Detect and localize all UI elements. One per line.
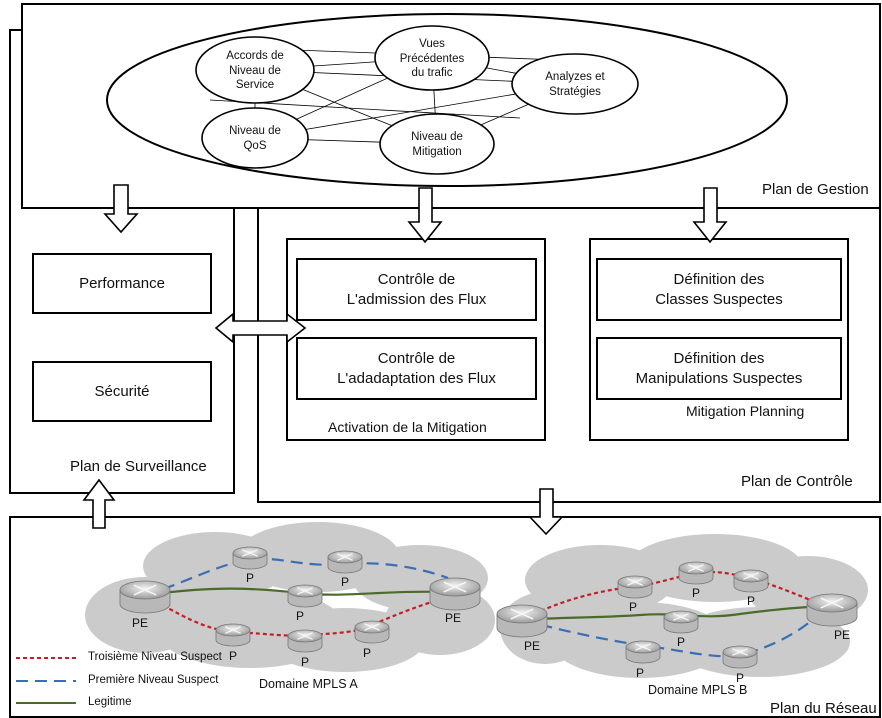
- performance-box: [32, 253, 212, 314]
- surveillance-plane-label: Plan de Surveillance: [70, 458, 207, 475]
- management-plane-label: Plan de Gestion: [762, 181, 869, 198]
- previous-traffic-node: [374, 25, 490, 91]
- p-label-3: P: [295, 609, 304, 623]
- pe-label-8: PE: [523, 639, 540, 653]
- security-box: [32, 361, 212, 422]
- legend-lines: [16, 657, 76, 704]
- planning-title: Mitigation Planning: [686, 403, 805, 419]
- sla-node: [195, 36, 315, 104]
- p-label-10: P: [691, 586, 700, 600]
- p-router-12: [663, 610, 699, 634]
- pe-router-8: [496, 604, 548, 638]
- p-label-6: P: [300, 655, 309, 669]
- activation-title: Activation de la Mitigation: [328, 419, 487, 435]
- admission-box: [296, 258, 537, 321]
- p-router-7: [354, 620, 390, 644]
- p-label-12: P: [676, 635, 685, 649]
- suspect-manipulations-box: [596, 337, 842, 400]
- p-router-10: [678, 561, 714, 585]
- p-router-6: [287, 629, 323, 653]
- adaptation-box: [296, 337, 537, 400]
- performance-label: Performance: [79, 274, 165, 292]
- p-router-14: [722, 645, 758, 669]
- p-label-9: P: [628, 600, 637, 614]
- p-router-11: [733, 569, 769, 593]
- p-label-1: P: [245, 571, 254, 585]
- arrow-down-network: [528, 488, 564, 536]
- p-router-1: [232, 546, 268, 570]
- network-plane-label: Plan du Réseau: [770, 700, 877, 717]
- suspect1-path-a: [144, 557, 449, 597]
- p-router-5: [215, 623, 251, 647]
- pe-router-15: [806, 593, 858, 627]
- pe-router-0: [119, 580, 171, 614]
- suspect-classes-box: [596, 258, 842, 321]
- security-label: Sécurité: [94, 382, 150, 400]
- p-router-9: [617, 575, 653, 599]
- arrow-down-activation: [407, 187, 443, 244]
- p-label-5: P: [228, 649, 237, 663]
- domain-a-label: Domaine MPLS A: [259, 677, 358, 691]
- p-label-11: P: [746, 594, 755, 608]
- routers: [119, 546, 858, 669]
- p-label-2: P: [340, 575, 349, 589]
- p-label-14: P: [735, 671, 744, 685]
- p-label-7: P: [362, 646, 371, 660]
- control-plane-label: Plan de Contrôle: [741, 473, 853, 490]
- p-label-13: P: [635, 666, 644, 680]
- pe-router-4: [429, 577, 481, 611]
- arrow-down-surveillance: [103, 184, 139, 234]
- p-router-2: [327, 550, 363, 574]
- pe-label-15: PE: [833, 628, 850, 642]
- arrow-up-surveillance: [82, 478, 116, 529]
- p-router-3: [287, 584, 323, 608]
- p-router-13: [625, 640, 661, 664]
- suspect1-path-b: [521, 614, 819, 658]
- legend-suspect1: Première Niveau Suspect: [88, 674, 219, 686]
- domain-b-label: Domaine MPLS B: [648, 683, 748, 697]
- mitigation-node: [379, 113, 495, 175]
- legend-suspect3: Troisième Niveau Suspect: [88, 651, 222, 663]
- qos-node: [201, 107, 309, 169]
- arrow-double-horizontal: [214, 312, 307, 344]
- pe-label-4: PE: [444, 611, 461, 625]
- pe-label-0: PE: [131, 616, 148, 630]
- arrow-down-planning: [692, 187, 728, 244]
- analyses-node: [511, 53, 639, 115]
- legend-legit: Legitime: [88, 696, 132, 708]
